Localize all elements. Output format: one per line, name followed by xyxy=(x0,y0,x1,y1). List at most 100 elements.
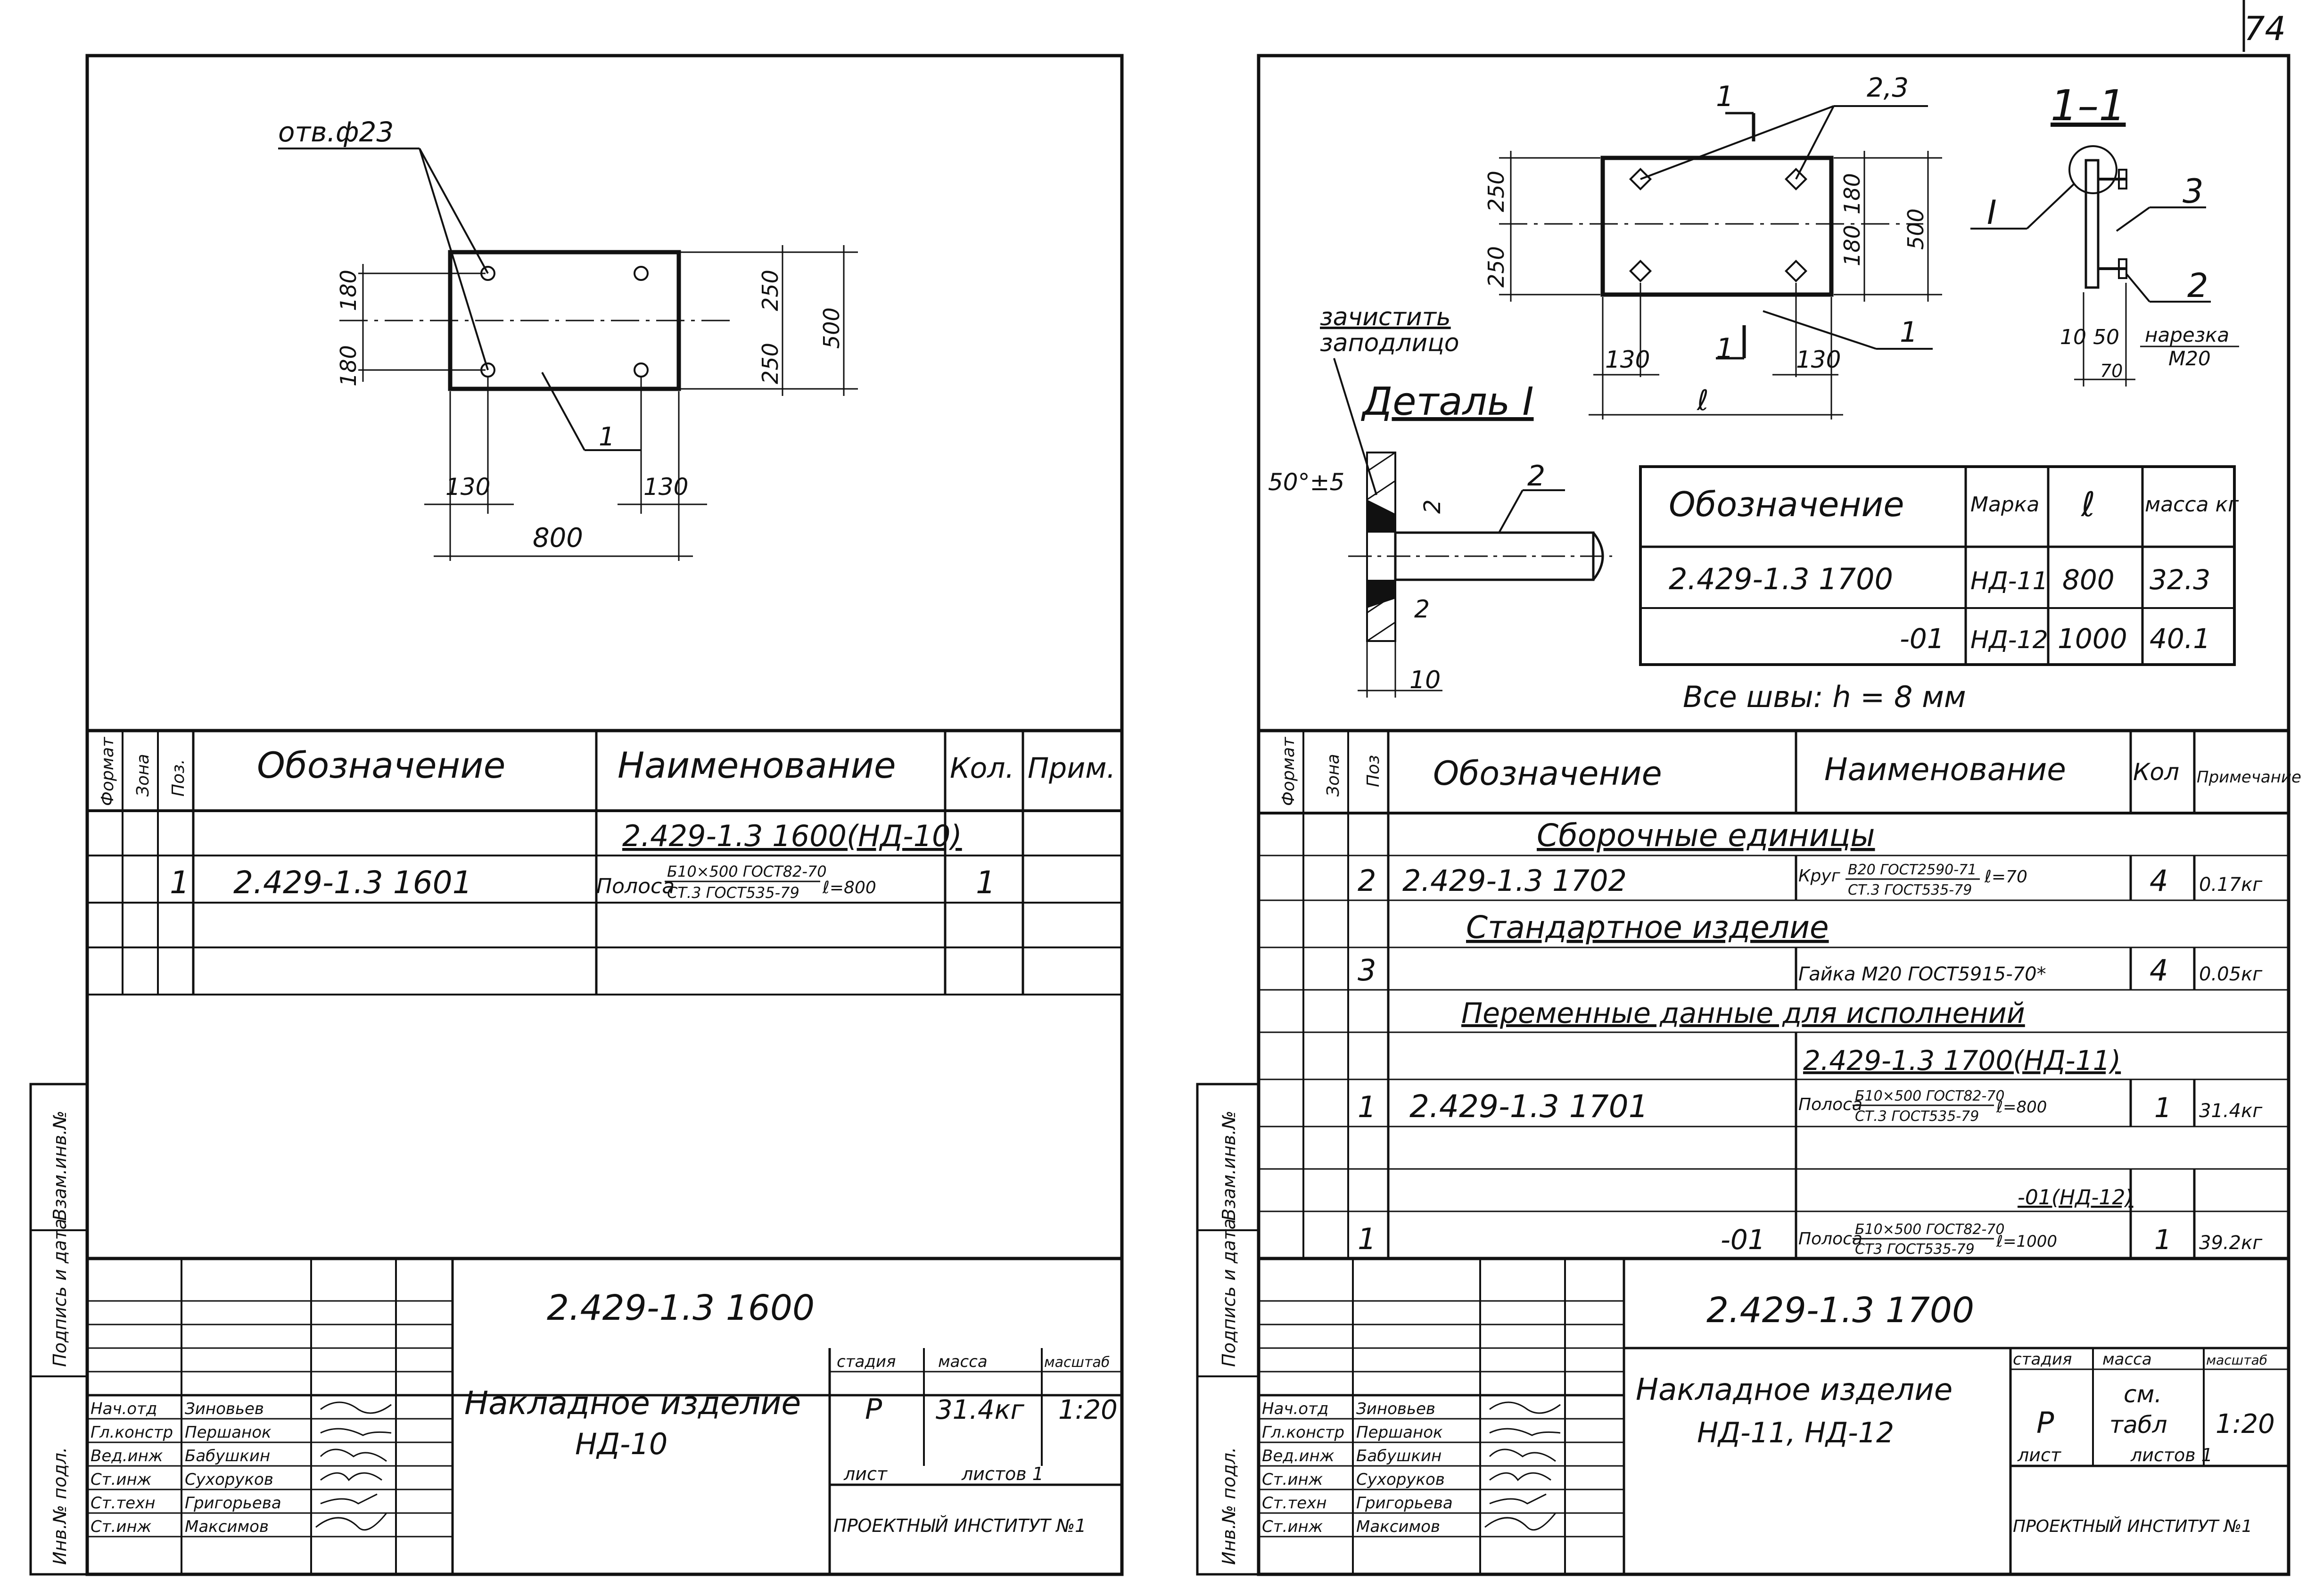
pos-label: 1 xyxy=(1900,316,1918,349)
stud-marker xyxy=(1629,167,1652,191)
role: Вед.инж xyxy=(91,1447,163,1465)
detail-mark: I xyxy=(1987,193,1997,232)
variant-l: 1000 xyxy=(2058,623,2127,655)
hole-note: отв.ф23 xyxy=(278,116,394,148)
role: Ст.техн xyxy=(91,1494,155,1513)
person-name: Сухоруков xyxy=(185,1470,273,1489)
spec-qty: 1 xyxy=(2154,1224,2172,1256)
pos-label: 2 xyxy=(2187,266,2208,305)
header-name: Наименование xyxy=(1824,751,2066,788)
role: Гл.констр xyxy=(91,1423,173,1442)
dim-70: 70 xyxy=(2100,361,2123,381)
variant-mark: НД-11 xyxy=(1970,567,2048,595)
leader-1: 1 xyxy=(599,422,615,452)
clean-note: зачистить xyxy=(1320,303,1451,331)
spec-pos: 1 xyxy=(170,864,189,901)
dim-250: 250 xyxy=(1483,246,1509,288)
weld-angle: 50°±5 xyxy=(1268,469,1344,496)
spec-frac-bottom: СТ.3 ГОСТ535-79 xyxy=(1848,882,1972,898)
variant-mass: 32.3 xyxy=(2150,564,2210,596)
dim-800: 800 xyxy=(533,523,583,553)
spec-note: 0.17кг xyxy=(2199,874,2263,896)
sheets-label: листов 1 xyxy=(961,1464,1044,1484)
spec-frac-bottom: СТ.3 ГОСТ535-79 xyxy=(667,884,799,902)
dim-l: ℓ xyxy=(1697,384,1709,417)
mass-label: масса xyxy=(938,1352,988,1371)
spec-frac-top: Б10×500 ГОСТ82-70 xyxy=(667,863,827,880)
signature xyxy=(1489,1401,1561,1414)
hole-marker xyxy=(634,362,649,378)
role: Вед.инж xyxy=(1262,1447,1335,1465)
scale-label: масштаб xyxy=(2206,1352,2267,1368)
header-note: Примечание xyxy=(2197,768,2301,787)
dim-180: 180 xyxy=(1839,173,1865,214)
spec-qty: 4 xyxy=(2150,864,2168,898)
stud-marker xyxy=(1784,259,1808,283)
spec-qty: 4 xyxy=(2150,953,2168,987)
thread-note: нарезка xyxy=(2145,323,2229,346)
spec-qty: 1 xyxy=(2154,1092,2172,1124)
pos-label: 2 xyxy=(1527,460,1545,493)
header-zone: Зона xyxy=(133,754,153,797)
dim-250: 250 xyxy=(758,270,783,311)
spec-note: 0.05кг xyxy=(2199,963,2263,985)
spec-pos: 3 xyxy=(1358,953,1376,987)
role: Ст.инж xyxy=(91,1470,152,1489)
spec-name: Круг xyxy=(1798,866,1841,886)
spec-note: 31.4кг xyxy=(2199,1100,2263,1122)
signature xyxy=(1489,1448,1556,1462)
variant-header-mass: масса кг xyxy=(2145,493,2239,517)
signature xyxy=(1489,1493,1547,1505)
spec-subhead: -01(НД-12) xyxy=(2018,1185,2134,1209)
title-code: 2.429-1.3 1600 xyxy=(547,1288,815,1328)
person-name: Зиновьев xyxy=(1356,1399,1435,1418)
role: Гл.констр xyxy=(1262,1423,1344,1442)
spec-frac-top: Б10×500 ГОСТ82-70 xyxy=(1855,1221,2004,1238)
left-frame xyxy=(85,54,1124,1576)
variant-l: 800 xyxy=(2062,564,2115,596)
org-name: ПРОЕКТНЫЙ ИНСТИТУТ №1 xyxy=(2013,1516,2252,1536)
section-1-1: 1–1 I 3 2 10 50 нарезка М20 70 xyxy=(1970,81,2239,387)
signature xyxy=(315,1513,387,1531)
stage-label: стадия xyxy=(837,1352,896,1371)
variant-mass: 40.1 xyxy=(2150,623,2210,655)
role: Ст.инж xyxy=(1262,1517,1323,1536)
sheet-label: лист xyxy=(843,1464,888,1484)
header-format: Формат xyxy=(1279,737,1298,806)
variant-header-l: ℓ xyxy=(2080,485,2095,524)
person-name: Першанок xyxy=(1356,1423,1443,1442)
variant-header-mark: Марка xyxy=(1970,493,2039,517)
header-pos: Поз xyxy=(1364,755,1383,787)
scale-label: масштаб xyxy=(1044,1354,1110,1371)
weld-size: 2 xyxy=(1419,499,1446,514)
hole-marker xyxy=(634,266,649,281)
role: Нач.отд xyxy=(91,1399,157,1418)
signature xyxy=(320,1448,387,1462)
right-side-stamp-3: Инв.№ подл. xyxy=(1219,1447,1239,1565)
signature xyxy=(320,1493,378,1505)
spec-frac-top: В20 ГОСТ2590-71 xyxy=(1848,862,1977,878)
title-line1: Накладное изделие xyxy=(1636,1373,1953,1407)
mass-value: см. xyxy=(2124,1381,2162,1408)
header-qty: Кол xyxy=(2133,758,2179,786)
spec-designation: -01 xyxy=(1721,1224,1765,1256)
section-plate xyxy=(2084,159,2100,289)
spec-designation: 2.429-1.3 1601 xyxy=(233,864,472,901)
right-sheet: Взам.инв.№ Подпись и дата Инв.№ подл. 1 … xyxy=(1196,0,2301,1576)
variant-designation: 2.429-1.3 1700 xyxy=(1669,562,1893,596)
title-line1: Накладное изделие xyxy=(464,1385,801,1422)
right-title-block: 2.429-1.3 1700 Накладное изделие НД-11, … xyxy=(1259,1259,2289,1574)
dim-250: 250 xyxy=(1483,171,1509,212)
title-line2: НД-11, НД-12 xyxy=(1697,1416,1894,1449)
mass-value: 31.4кг xyxy=(936,1395,1025,1425)
header-designation: Обозначение xyxy=(1433,754,1662,793)
spec-pos: 1 xyxy=(1358,1090,1376,1124)
variant-designation: -01 xyxy=(1900,623,1944,655)
spec-suffix: ℓ=800 xyxy=(822,878,876,897)
signature xyxy=(1489,1472,1551,1481)
weld xyxy=(1367,500,1395,533)
header-pos: Поз. xyxy=(169,759,188,797)
header-qty: Кол. xyxy=(950,752,1014,785)
section-title: 1–1 xyxy=(2051,81,2126,131)
